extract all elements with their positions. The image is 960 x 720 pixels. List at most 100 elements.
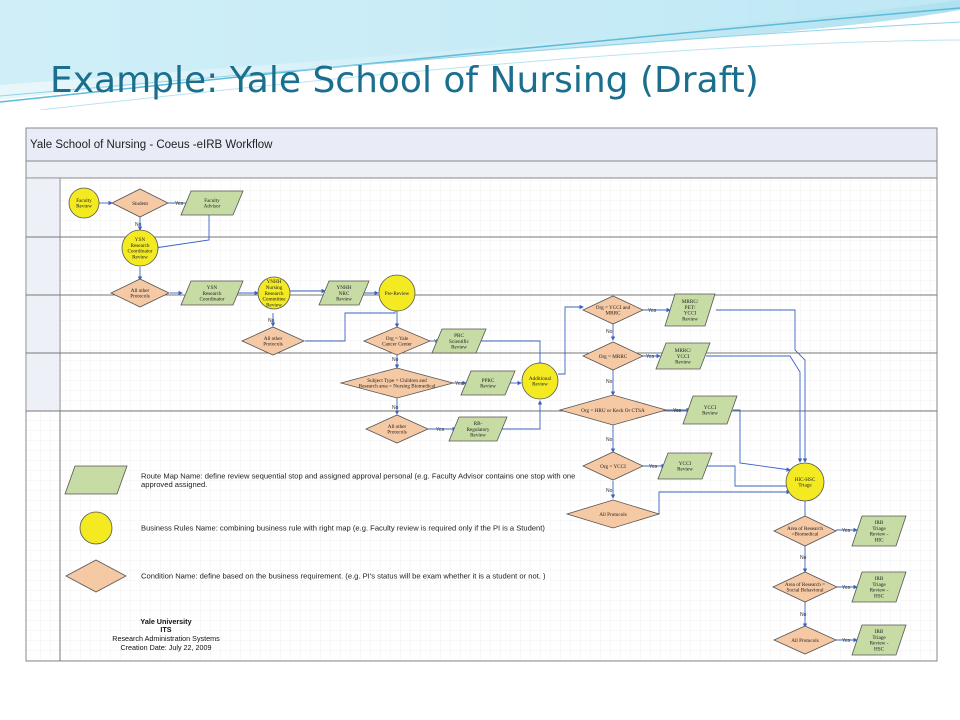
diamond-shape [773, 625, 837, 655]
edge-label-no: No [800, 555, 807, 561]
legend-item: Condition Name: define based on the busi… [65, 559, 546, 593]
diamond-shape [773, 515, 837, 547]
node-org-ycci: Org = YCCI [582, 451, 644, 481]
parallelogram-shape [431, 328, 487, 354]
edge-label-yes: Yes [673, 408, 682, 414]
edge-label-yes: Yes [175, 201, 184, 207]
footer-group: Research Administration Systems [112, 634, 220, 643]
legend: Route Map Name: define review sequential… [64, 465, 575, 593]
parallelogram-shape [460, 370, 516, 396]
edge-labels: Yes No No Yes No Yes No Yes Yes No Yes N… [135, 201, 851, 644]
diamond-shape [558, 394, 668, 426]
diagram-header: Yale School of Nursing - Coeus -eIRB Wor… [30, 139, 273, 151]
node-label: Pre-Review [385, 291, 410, 297]
circle-shape [68, 187, 100, 219]
edge-label-no: No [606, 379, 613, 385]
edge-label-yes: Yes [649, 464, 658, 470]
legend-diamond-icon [65, 559, 127, 593]
parallelogram-shape [851, 571, 907, 603]
footer-created: Creation Date: July 22, 2009 [120, 643, 211, 652]
edge-label-no: No [606, 488, 613, 494]
node-label: All Protocols [791, 638, 819, 644]
parallelogram-shape [180, 190, 244, 216]
node-all-protocols-2: All Protocols [773, 625, 837, 655]
edge-label-yes: Yes [842, 528, 851, 534]
parallelogram-shape [655, 342, 711, 370]
node-label: Org = MRRC [599, 354, 628, 360]
node-org-mrrc: Org = MRRC [582, 341, 644, 371]
edge-label-no: No [606, 329, 613, 335]
circle-shape [785, 462, 825, 502]
diamond-shape [110, 278, 170, 308]
parallelogram-shape [657, 452, 713, 480]
circle-shape [121, 229, 159, 267]
node-label: Area of Research =Social Behavioral [785, 581, 825, 594]
footer-dept: ITS [160, 625, 171, 634]
edge-label-no: No [135, 222, 142, 228]
diamond-shape [772, 571, 838, 603]
circle-shape [378, 274, 416, 312]
footer: Yale University ITS Research Administrat… [112, 617, 220, 652]
edge-label-no: No [392, 357, 399, 363]
edge-label-no: No [268, 318, 275, 324]
slide-title: Example: Yale School of Nursing (Draft) [50, 60, 759, 101]
edge-label-no: No [800, 612, 807, 618]
node-all-protocols-1: All Protocols [565, 499, 661, 529]
diamond-shape [582, 451, 644, 481]
edge-label-no: No [606, 437, 613, 443]
decorative-banner [0, 0, 960, 110]
node-label: All Protocols [599, 512, 627, 518]
diamond-shape [339, 367, 455, 399]
legend-text: Business Rules Name: combining business … [141, 524, 545, 533]
circle-shape [257, 276, 291, 310]
parallelogram-shape [851, 515, 907, 547]
node-org-hru: Org = HRU or Keck Or CTSA [558, 394, 668, 426]
node-label: Area of Research=Biomedical [787, 525, 823, 538]
parallelogram-shape [664, 293, 716, 327]
legend-parallelogram-icon [64, 465, 128, 495]
diamond-shape [365, 414, 429, 444]
parallelogram-shape [318, 280, 370, 306]
legend-text: Route Map Name: define review sequential… [141, 472, 575, 489]
edge-label-yes: Yes [455, 381, 464, 387]
diamond-shape [362, 326, 432, 356]
circle-shape [521, 362, 559, 400]
legend-item: Route Map Name: define review sequential… [64, 465, 575, 495]
